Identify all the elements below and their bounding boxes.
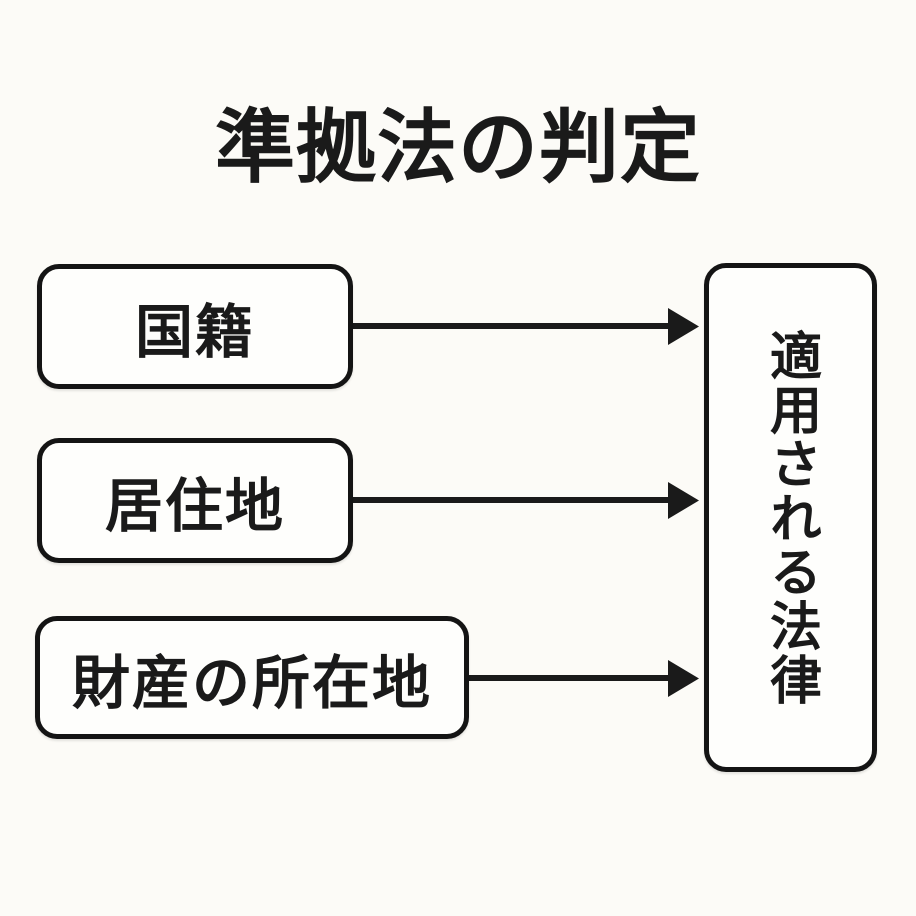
node-applicable-law: 適用される法律 bbox=[704, 263, 877, 772]
arrow-nationality-to-law bbox=[350, 308, 699, 345]
page-title: 準拠法の判定 bbox=[215, 103, 701, 192]
node-nationality-label: 国籍 bbox=[134, 299, 255, 365]
node-property-location-label: 財産の所在地 bbox=[71, 650, 432, 716]
arrow-residence-to-law bbox=[350, 482, 699, 519]
node-residence-label: 居住地 bbox=[104, 473, 285, 539]
arrow-property-location-to-law bbox=[466, 660, 699, 697]
node-residence: 居住地 bbox=[37, 438, 353, 563]
node-applicable-law-label: 適用される法律 bbox=[761, 328, 820, 707]
node-property-location: 財産の所在地 bbox=[35, 616, 469, 739]
node-nationality: 国籍 bbox=[37, 264, 353, 389]
